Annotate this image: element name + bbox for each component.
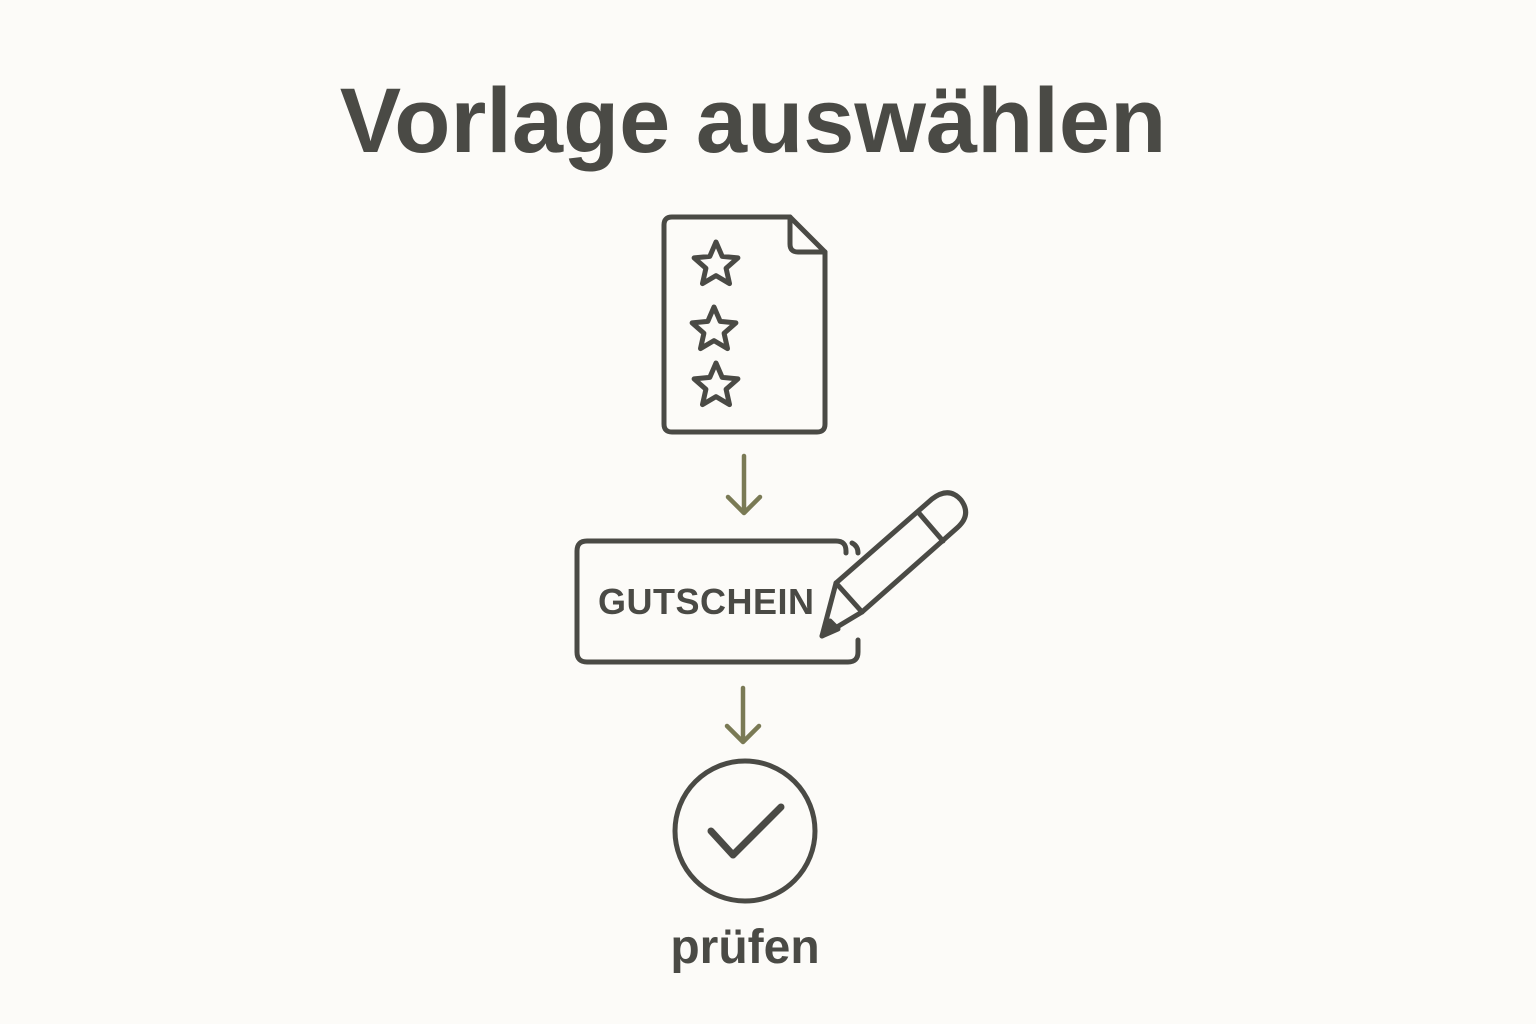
voucher-box-corner	[849, 540, 861, 556]
voucher-box	[574, 538, 861, 665]
star-icon	[689, 304, 739, 352]
star-icon	[691, 360, 741, 408]
check-circle-icon	[672, 758, 818, 904]
check-label: prüfen	[670, 921, 820, 974]
star-document-icon	[661, 214, 828, 435]
arrow-down-icon	[725, 453, 763, 516]
pencil-icon	[819, 490, 969, 639]
voucher-pencil-icon	[574, 490, 969, 665]
star-icon	[691, 239, 741, 287]
document-fold	[787, 214, 828, 255]
diagram-title: Vorlage auswählen	[339, 70, 1167, 172]
voucher-label: GUTSCHEIN	[598, 581, 815, 622]
arrow-down-icon	[724, 685, 762, 745]
document-outline	[661, 214, 828, 435]
